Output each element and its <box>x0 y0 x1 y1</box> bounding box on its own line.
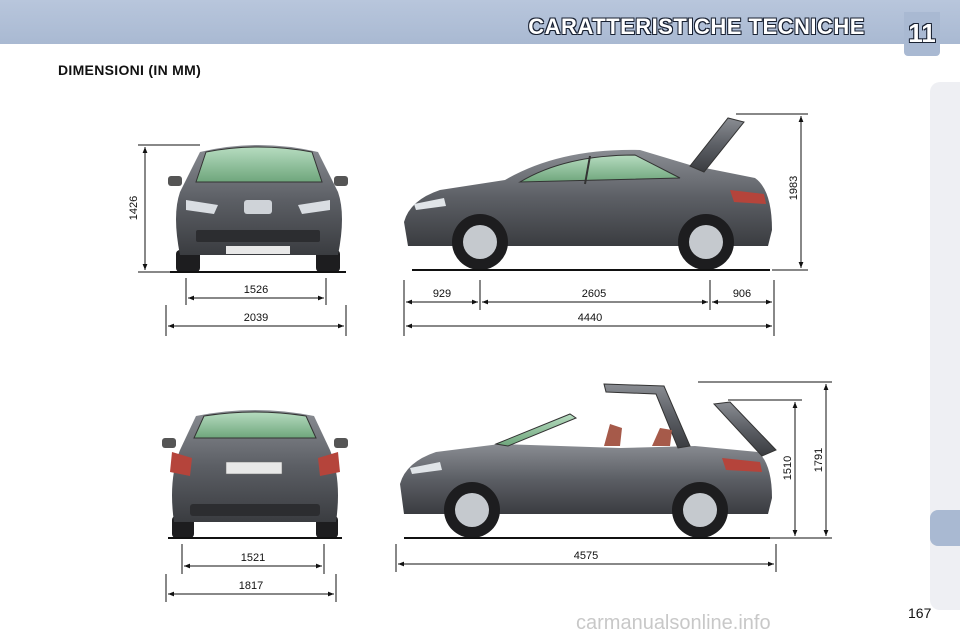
header-bar <box>0 0 960 44</box>
chapter-tab: 11 <box>904 12 940 56</box>
dim-rear-overhang: 906 <box>733 288 751 300</box>
dim-rear-track: 1521 <box>241 552 265 564</box>
dim-width-mirrors: 2039 <box>244 312 268 324</box>
front-view-car <box>168 145 348 272</box>
page-number: 167 <box>908 605 932 621</box>
section-title: DIMENSIONI (IN MM) <box>58 62 202 78</box>
side-tab-marker <box>930 510 960 546</box>
dim-front-track: 1526 <box>244 284 268 296</box>
dim-front-height: 1426 <box>128 196 140 220</box>
dim-open-length: 4575 <box>574 550 598 562</box>
side-view-coupe-car <box>404 117 772 270</box>
chapter-title: CARATTERISTICHE TECNICHE <box>528 14 865 39</box>
dim-height-roof-opening: 1510 <box>782 456 794 480</box>
side-view-cabriolet-car <box>400 383 777 538</box>
dim-wheelbase: 2605 <box>582 288 606 300</box>
dim-front-overhang: 929 <box>433 288 451 300</box>
rear-view-car <box>162 410 348 538</box>
dim-rear-width: 1817 <box>239 580 263 592</box>
watermark-text: carmanualsonline.info <box>576 612 771 634</box>
dim-height-roof-max: 1791 <box>813 448 825 472</box>
dim-length: 4440 <box>578 312 602 324</box>
chapter-number: 11 <box>908 18 936 48</box>
dim-height-boot-open: 1983 <box>788 176 800 200</box>
